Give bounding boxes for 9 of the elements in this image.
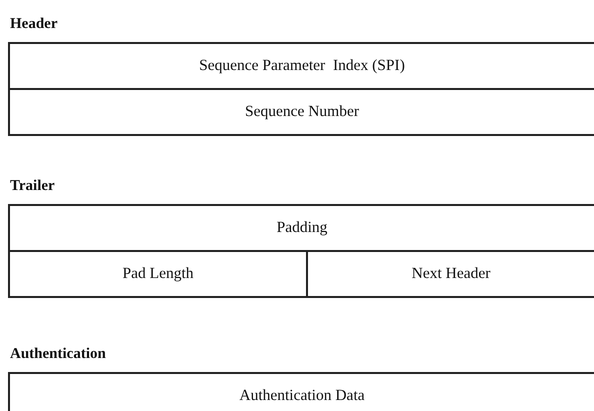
field-name: Next Header	[412, 265, 490, 283]
field-name: Padding	[276, 219, 328, 237]
section-heading: Authentication	[10, 345, 107, 364]
field-name: Sequence Number	[244, 103, 360, 121]
field-name: Authentication Data	[239, 387, 365, 405]
field-name: Sequence Parameter Index (SPI)	[199, 57, 405, 75]
section-heading: Header	[10, 15, 58, 34]
section-heading: Trailer	[10, 177, 56, 196]
field-name: Pad Length	[122, 265, 194, 283]
